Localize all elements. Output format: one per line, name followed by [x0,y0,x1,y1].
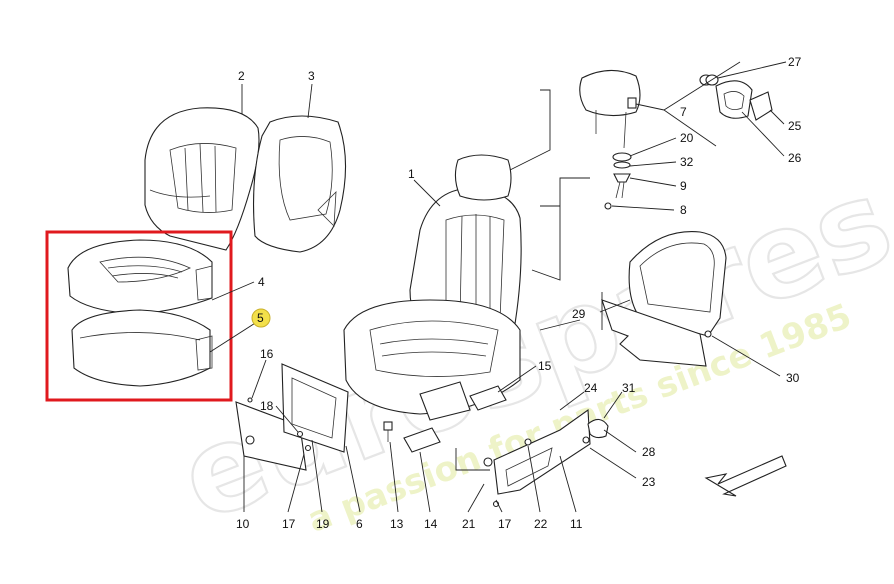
callout-8: 8 [680,203,687,217]
callout-11: 11 [570,517,583,531]
callout-18: 18 [260,399,274,413]
callout-15: 15 [538,359,552,373]
callout-32: 32 [680,155,694,169]
callout-9: 9 [680,179,687,193]
bracket-15 [469,385,507,411]
callout-30: 30 [786,371,800,385]
seat-cushion-foam [71,309,213,387]
callout-13: 13 [390,517,404,531]
callout-4: 4 [258,275,265,289]
callout-24: 24 [584,381,598,395]
screw-13 [383,421,393,442]
callout-10: 10 [236,517,250,531]
callout-3: 3 [308,69,315,83]
hinge-parts [582,418,609,444]
callout-26: 26 [788,151,802,165]
callout-14: 14 [424,517,438,531]
callout-31: 31 [622,381,636,395]
callout-5: 5 [257,311,264,325]
callout-20: 20 [680,131,694,145]
callout-28: 28 [642,445,656,459]
headrest [579,69,641,149]
callout-22: 22 [534,517,548,531]
callout-labels: 2 3 4 5 1 7 20 32 9 8 27 25 26 29 30 15 … [236,55,802,531]
seat-back-cushion [144,107,260,251]
complete-seat [343,154,522,421]
bracket-14 [403,427,441,453]
callout-25: 25 [788,119,802,133]
leader-lines [209,61,787,513]
callout-23: 23 [642,475,656,489]
side-cover [483,408,591,508]
callout-29: 29 [572,307,586,321]
callout-6: 6 [356,517,363,531]
seat-back-panel [252,115,347,253]
callout-21: 21 [462,517,476,531]
trim-parts-27-25-26 [699,74,773,121]
callout-7: 7 [680,105,687,119]
callout-1: 1 [408,167,415,181]
highlight-badge [251,308,271,328]
seat-cushion-cover [67,239,213,315]
headrest-guide-parts [604,152,632,210]
callout-16: 16 [260,347,274,361]
side-trim-panel [235,363,349,471]
back-shell-panel [601,231,727,367]
callout-17b: 17 [498,517,512,531]
highlight-frame [45,230,233,402]
direction-arrow [704,455,787,497]
callout-27: 27 [788,55,802,69]
callout-2: 2 [238,69,245,83]
callout-17a: 17 [282,517,296,531]
callout-19: 19 [316,517,330,531]
